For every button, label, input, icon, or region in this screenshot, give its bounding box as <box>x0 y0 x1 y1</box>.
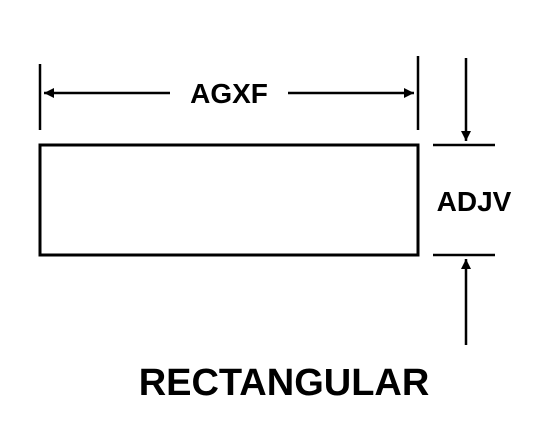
rectangle-shape <box>38 143 420 257</box>
height-label: ADJV <box>437 186 512 217</box>
shape-name-caption: RECTANGULAR <box>139 362 430 404</box>
width-label: AGXF <box>190 78 268 109</box>
